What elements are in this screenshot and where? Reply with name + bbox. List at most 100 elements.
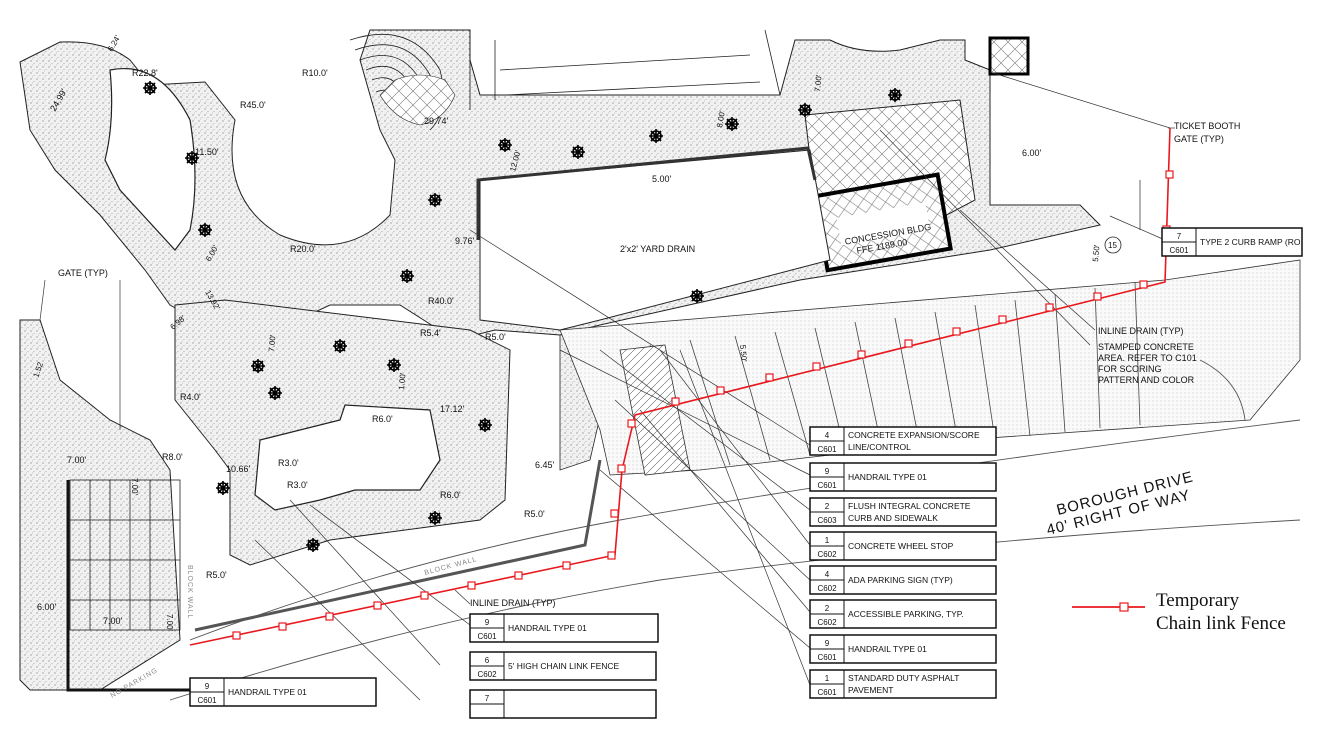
keynote-sheet: C602 [817, 618, 837, 627]
keynote-text: 5' HIGH CHAIN LINK FENCE [508, 661, 620, 671]
keynote-text: TYPE 2 CURB RAMP (RO [1200, 237, 1301, 247]
keynote-text: STANDARD DUTY ASPHALT [848, 673, 959, 683]
dim: 5.00' [652, 174, 672, 184]
keynote-number: 9 [825, 467, 830, 476]
keynote-number: 9 [485, 618, 490, 627]
dim: R5.4' [420, 328, 441, 338]
lawn-island-north [104, 68, 196, 251]
dimension-labels: 6.24' R22.8' R10.0' R45.0' 24.99' 11.50'… [31, 33, 1122, 632]
keynote-text: LINE/CONTROL [848, 442, 911, 452]
dim: R3.0' [278, 458, 299, 468]
retaining-wall [476, 146, 817, 240]
yard-drain-label: 2'x2' YARD DRAIN [620, 244, 695, 254]
keynote-number: 9 [825, 639, 830, 648]
stamped-concrete-label-4: PATTERN AND COLOR [1098, 375, 1195, 385]
keynote-number: 4 [825, 431, 830, 440]
keynote-number: 7 [485, 694, 490, 703]
dim: R3.0' [287, 480, 308, 490]
dim: 29.74' [424, 116, 449, 126]
keynote-number: 7 [1177, 232, 1182, 241]
dim: 7.00' [103, 616, 123, 626]
dim: R6.0' [372, 414, 393, 424]
dim: R5.0' [485, 332, 506, 342]
dim: R8.0' [162, 452, 183, 462]
dim: 17.12' [440, 404, 465, 414]
keynote-sheet: C602 [817, 550, 837, 559]
ticket-booth [988, 36, 1030, 76]
dim: 7.00' [130, 478, 139, 496]
keynote-sheet: C601 [197, 696, 217, 705]
dim: 6.00' [37, 602, 57, 612]
block-wall-west [66, 480, 190, 692]
keynote-text: HANDRAIL TYPE 01 [848, 472, 927, 482]
keynote-sheet: C601 [817, 688, 837, 697]
keynote-text: CURB AND SIDEWALK [848, 513, 938, 523]
keynote-text: FLUSH INTEGRAL CONCRETE [848, 501, 971, 511]
keynote-sheet: C601 [477, 632, 497, 641]
dim: 5.50' [738, 344, 748, 362]
keynote-sheet: C601 [817, 445, 837, 454]
parking-lot [559, 259, 1301, 476]
plaza-slab [479, 149, 831, 331]
dim: 11.50' [195, 147, 219, 157]
block-wall-label: BLOCK WALL [186, 565, 193, 619]
legend-label-line1: Temporary [1156, 590, 1240, 611]
keynote-number: 2 [825, 604, 830, 613]
dim: 6.24' [106, 33, 123, 53]
keynote-text: PAVEMENT [848, 685, 894, 695]
dim: 7.00' [165, 614, 174, 632]
keynote-sheet: C603 [817, 516, 837, 525]
keynote-number: 2 [825, 502, 830, 511]
dim: R4.0' [180, 392, 201, 402]
inline-drain-bottom-label: INLINE DRAIN (TYP) [470, 598, 556, 608]
stamped-concrete-label-1: STAMPED CONCRETE [1098, 342, 1194, 352]
legend-label-line2: Chain link Fence [1156, 613, 1286, 634]
dim: R6.0' [440, 490, 461, 500]
dim: 7.00' [813, 74, 823, 92]
ticket-booth-gate-label: GATE (TYP) [1174, 134, 1224, 144]
dim: 7.00' [67, 455, 87, 465]
stamped-concrete-label-3: FOR SCORING [1098, 364, 1162, 374]
ticket-booth-label: TICKET BOOTH [1174, 121, 1240, 131]
dim: R5.0' [206, 570, 227, 580]
dim: R20.0' [290, 244, 316, 254]
keynote-number: 6 [485, 656, 490, 665]
amphitheater-hatch [379, 74, 456, 126]
dim: 1.00' [397, 372, 407, 390]
tree-symbols [143, 81, 902, 552]
keynote-sheet: C601 [1169, 246, 1189, 255]
stairs-west [69, 479, 181, 631]
dim: 9.76' [455, 236, 475, 246]
stamped-concrete-label-2: AREA. REFER TO C101 [1098, 353, 1197, 363]
dim: R22.8' [132, 68, 158, 78]
keynote-text: ACCESSIBLE PARKING, TYP. [848, 609, 964, 619]
leader-lines [39, 71, 1175, 701]
keynote-number: 1 [825, 674, 830, 683]
keynote-sheet: C601 [817, 481, 837, 490]
keynote-text: HANDRAIL TYPE 01 [848, 644, 927, 654]
keynote-number: 1 [825, 536, 830, 545]
keynote-text: HANDRAIL TYPE 01 [508, 623, 587, 633]
dim: R40.0' [428, 296, 454, 306]
dim: 6.00' [1022, 148, 1042, 158]
planter-center [254, 404, 441, 511]
dim: 6.45' [535, 460, 555, 470]
dim: 8.00' [715, 109, 727, 128]
keynote-text: CONCRETE WHEEL STOP [848, 541, 954, 551]
dim: 5.50' [1091, 244, 1101, 262]
keynote-sheet: C602 [477, 670, 497, 679]
dim: R10.0' [302, 68, 328, 78]
block-wall-south [194, 459, 602, 632]
keynote-sheet: C601 [817, 653, 837, 662]
